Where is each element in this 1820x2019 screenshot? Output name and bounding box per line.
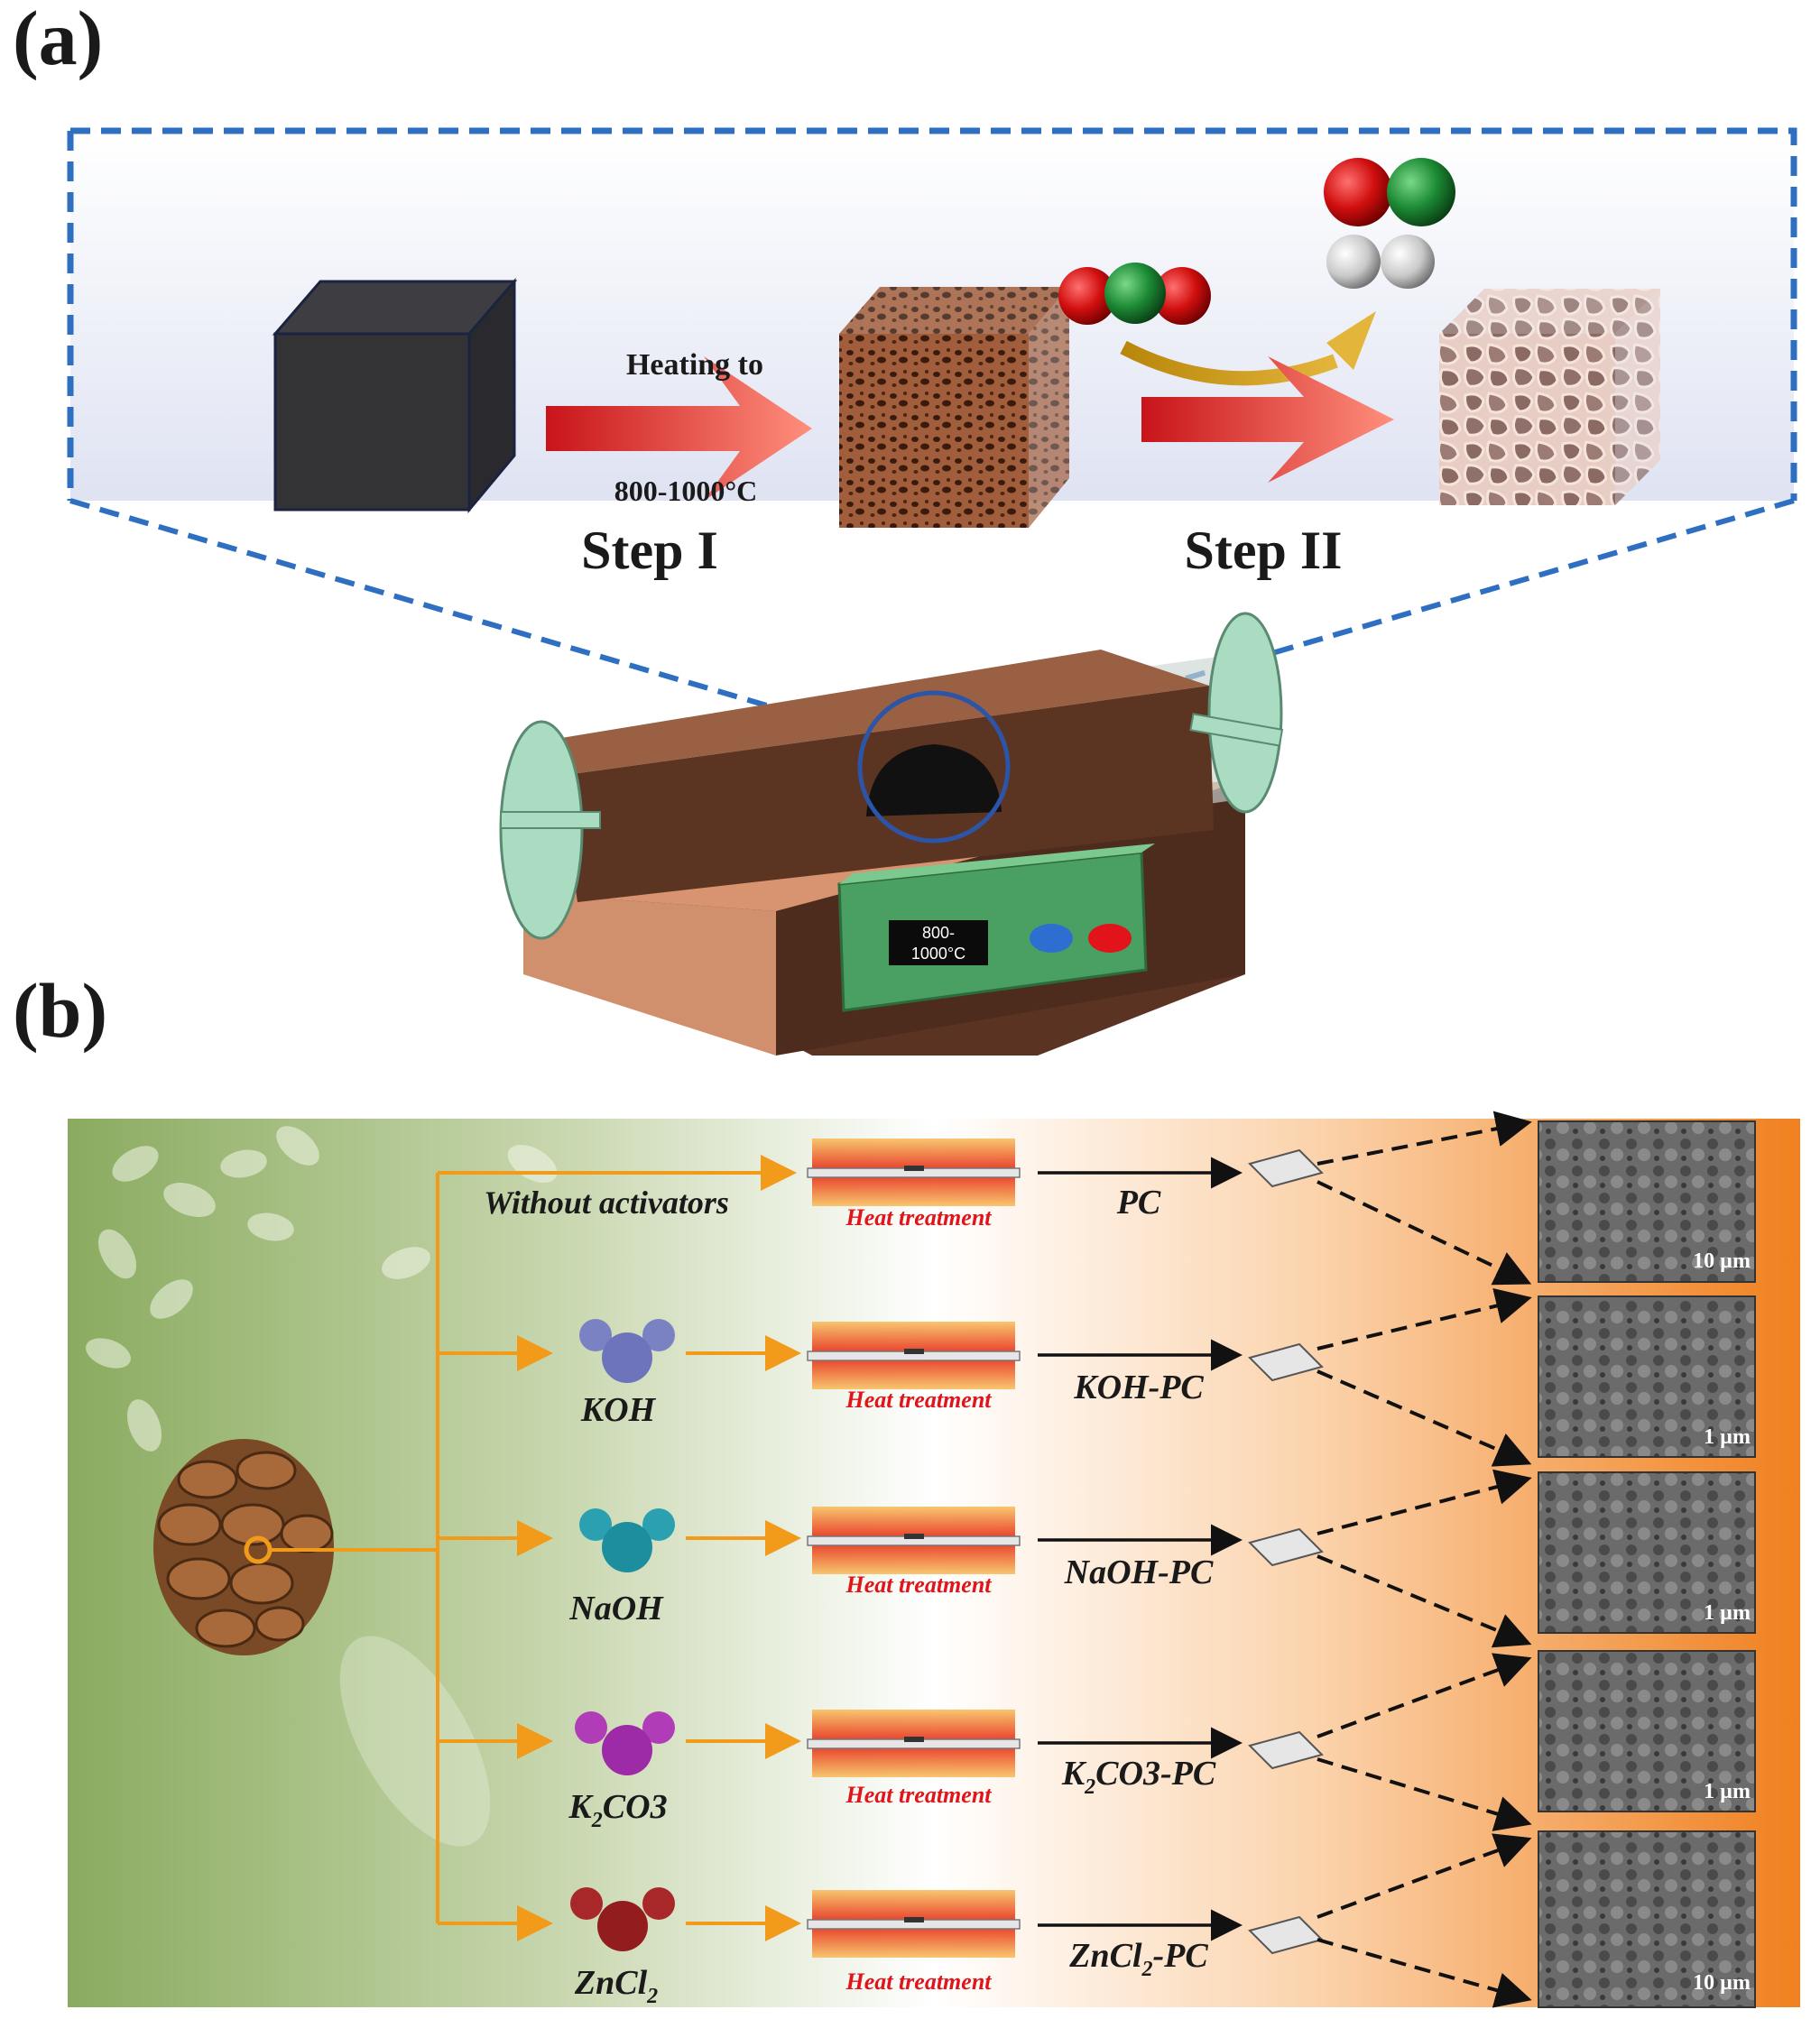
- panel-a-diagram: Heating to 800-1000°C Step I Step II: [67, 127, 1797, 1056]
- inset-dashed-border: [67, 127, 1797, 501]
- scale-bar-label-4: 1 µm: [1704, 1780, 1751, 1803]
- furnace-display-line2: 1000°C: [911, 945, 965, 963]
- panel-b-background: [68, 1119, 1800, 2007]
- product-label-zncl2-pc: ZnCl2-PC: [1068, 1937, 1208, 1981]
- product-arrows: [1038, 1157, 1243, 1941]
- furnace-red-button: [1088, 924, 1132, 953]
- heat-treatment-label-4: Heat treatment: [845, 1782, 992, 1808]
- step2-label: Step II: [1184, 521, 1342, 580]
- furnace-blue-button: [1030, 924, 1073, 953]
- sem-image-pc: [1538, 1120, 1756, 1283]
- sem-images: [1538, 1120, 1756, 2008]
- heat-treatment-label-2: Heat treatment: [845, 1387, 992, 1413]
- sem-image-naoh-pc: [1538, 1471, 1756, 1634]
- tube-furnace: 800- 1000°C: [499, 612, 1284, 1056]
- porous-carbon-cube: [839, 287, 1069, 528]
- product-label-naoh-pc: NaOH-PC: [1064, 1553, 1214, 1591]
- step1-arrow: [546, 356, 812, 501]
- scale-bar-label-2: 1 µm: [1704, 1425, 1751, 1449]
- activated-carbon-cube: [1439, 289, 1660, 505]
- sem-image-zncl2-pc: [1538, 1830, 1756, 2008]
- product-molecule-co: [1324, 158, 1455, 226]
- activator-label-k2co3: K2CO3: [568, 1788, 667, 1832]
- activator-label-koh: KOH: [580, 1391, 657, 1429]
- scale-bar-label-3: 1 µm: [1704, 1601, 1751, 1625]
- furnace-display: [889, 920, 988, 965]
- heat-treatment-blocks: [807, 1139, 1021, 1958]
- branch-lines: [270, 1155, 801, 1941]
- activator-label-zncl2: ZnCl2: [574, 1964, 658, 2008]
- activator-molecule: [1058, 263, 1211, 325]
- heat-treatment-label-1: Heat treatment: [845, 1204, 992, 1231]
- step1-label: Step I: [581, 521, 718, 580]
- pine-cone: [153, 1439, 334, 1655]
- temperature-label: 800-1000°C: [614, 475, 758, 507]
- sem-image-k2co3-pc: [1538, 1650, 1756, 1812]
- product-label-koh-pc: KOH-PC: [1073, 1369, 1204, 1406]
- k2co3-molecule: [575, 1711, 675, 1775]
- heat-treatment-label-5: Heat treatment: [845, 1968, 992, 1995]
- panel-a-label: (a): [13, 0, 104, 81]
- product-molecule-h2: [1326, 235, 1435, 289]
- reaction-curve-arrow: [1120, 340, 1338, 386]
- product-label-pc: PC: [1116, 1184, 1161, 1222]
- scale-bar-label-5: 10 µm: [1693, 1971, 1751, 1995]
- leaves-decoration: [86, 1126, 558, 1847]
- panel-b-label: (b): [13, 967, 108, 1054]
- without-activators-label: Without activators: [484, 1185, 729, 1221]
- naoh-molecule: [579, 1508, 675, 1572]
- activator-label-naoh: NaOH: [568, 1590, 664, 1627]
- furnace-display-line1: 800-: [922, 924, 955, 942]
- sem-image-koh-pc: [1538, 1295, 1756, 1458]
- sem-dashed-arrows: [1316, 1111, 1532, 2008]
- sample-boats: [1248, 1148, 1324, 1955]
- product-label-k2co3-pc: K2CO3-PC: [1061, 1755, 1216, 1799]
- koh-molecule: [579, 1319, 675, 1383]
- heating-label: Heating to: [626, 348, 763, 382]
- reaction-curve-arrowhead: [1326, 311, 1376, 370]
- zncl2-molecule: [570, 1887, 675, 1951]
- step2-arrow: [1141, 356, 1394, 483]
- scale-bar-label-1: 10 µm: [1693, 1249, 1751, 1273]
- heat-treatment-label-3: Heat treatment: [845, 1572, 992, 1598]
- raw-carbon-cube: [272, 277, 518, 514]
